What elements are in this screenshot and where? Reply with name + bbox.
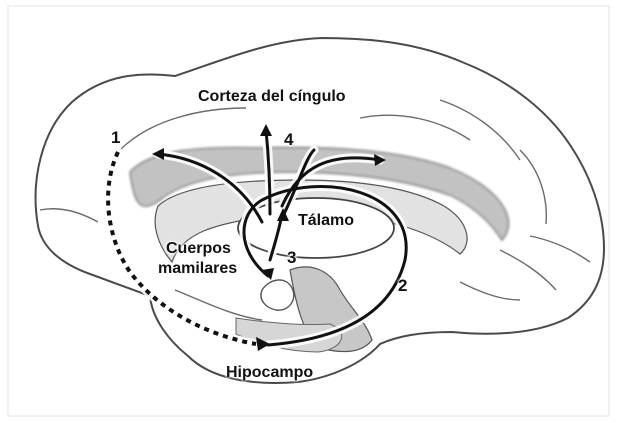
mammillary-bodies-label-line1: Cuerpos [166, 240, 231, 258]
cingulate-cortex-label: Corteza del cíngulo [198, 88, 346, 106]
step-3-marker: 3 [287, 248, 296, 268]
thalamus-label: Tálamo [298, 212, 354, 230]
hippocampus-label: Hipocampo [226, 364, 313, 382]
step-2-marker: 2 [398, 276, 407, 296]
mammillary-bodies-label-line2: mamilares [158, 260, 237, 278]
step-1-marker: 1 [111, 128, 120, 148]
mammillary-bodies-shape [261, 280, 294, 310]
step-4-marker: 4 [284, 130, 293, 150]
